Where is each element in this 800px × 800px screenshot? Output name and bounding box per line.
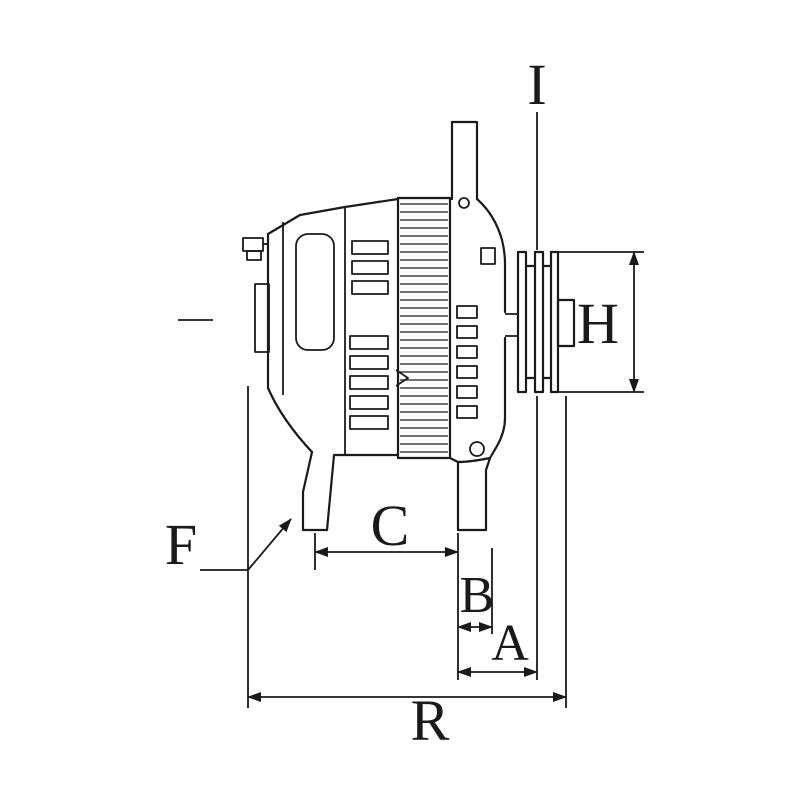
dim-label-a: A — [491, 615, 529, 672]
dim-label-f: F — [165, 512, 197, 577]
shaft — [505, 313, 518, 337]
f-leader-arrow — [247, 518, 292, 571]
alternator-body — [242, 120, 518, 532]
dimension-lines — [178, 112, 644, 708]
terminal-stud — [246, 250, 262, 261]
rear-housing-bottom — [266, 386, 314, 454]
vent-slots-upper — [351, 240, 389, 295]
vent-slots-lower — [349, 335, 389, 430]
rear-housing-outline — [266, 197, 400, 390]
body-bottom-edge — [448, 456, 460, 464]
front-bracket-slots — [456, 305, 478, 419]
dim-label-i: I — [527, 52, 546, 117]
dim-label-b: B — [460, 567, 495, 624]
shaft-nut — [556, 298, 576, 348]
dimension-labels: I H F C B A R — [165, 52, 619, 753]
right-mounting-foot — [456, 456, 492, 532]
front-bracket-boss — [480, 247, 496, 265]
rear-housing-window — [295, 233, 335, 351]
rear-terminals — [242, 237, 270, 353]
chevron-mark — [395, 369, 409, 387]
stator-ribs — [400, 203, 448, 453]
pulley-flanges-and-grooves — [516, 250, 560, 394]
dim-label-r: R — [411, 688, 450, 753]
front-bracket-bottom-edge — [456, 456, 492, 464]
dim-label-h: H — [577, 291, 619, 356]
front-bracket-top-edge — [475, 197, 507, 314]
left-mounting-foot — [301, 450, 400, 532]
pulley — [516, 250, 576, 394]
front-bracket-right-edge — [488, 336, 507, 460]
front-bracket — [456, 197, 507, 464]
terminal-block — [242, 237, 264, 252]
bottom-lug-hole — [469, 441, 485, 457]
top-lug-hole — [458, 197, 470, 209]
connector-block — [254, 283, 270, 353]
stator-band — [396, 196, 452, 460]
top-mounting-lug — [450, 120, 479, 201]
dim-label-c: C — [371, 493, 410, 558]
